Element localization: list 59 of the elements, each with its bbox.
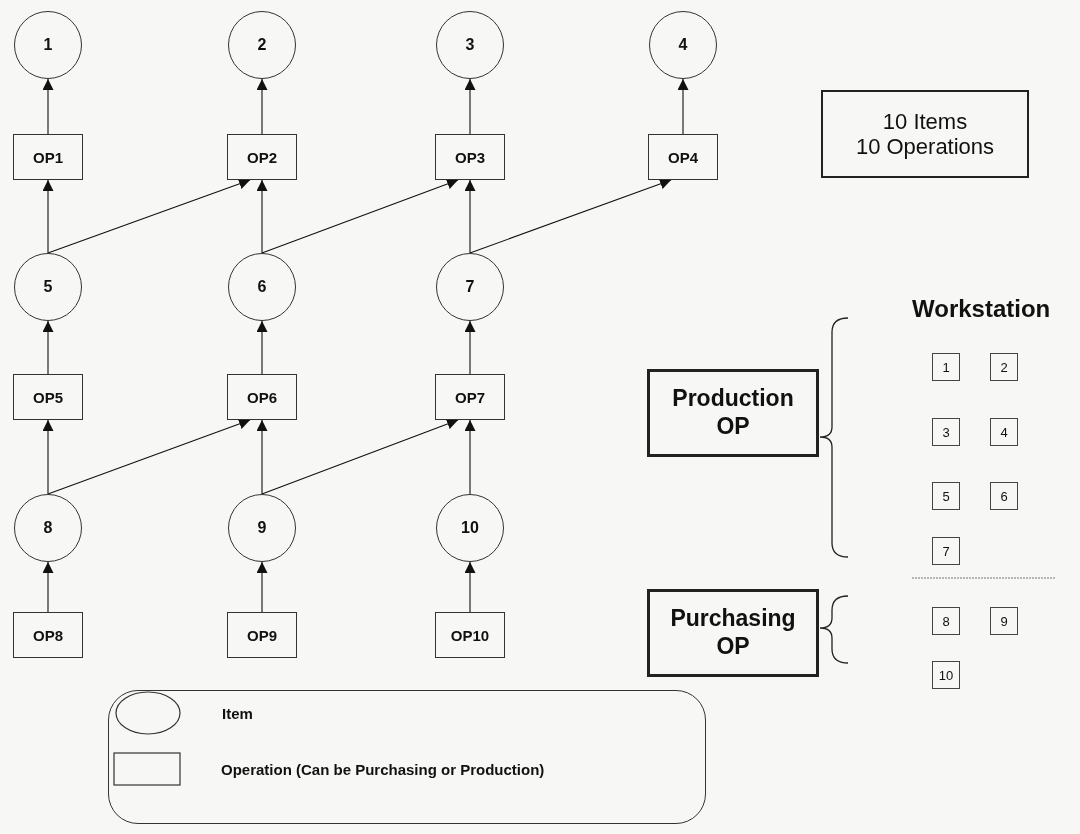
operation-box: OP3 bbox=[435, 134, 505, 180]
info-text: 10 Items bbox=[882, 108, 968, 134]
workstation-box: 3 bbox=[932, 418, 960, 446]
arrow bbox=[47, 418, 251, 495]
workstation-box: 5 bbox=[932, 482, 960, 510]
operation-box: OP1 bbox=[13, 134, 83, 180]
arrow bbox=[42, 419, 54, 495]
arrow bbox=[464, 561, 476, 613]
arrow bbox=[256, 320, 268, 375]
arrow bbox=[42, 78, 54, 135]
workstation-box: 7 bbox=[932, 537, 960, 565]
arrow bbox=[677, 78, 689, 135]
arrow bbox=[464, 320, 476, 375]
arrow bbox=[464, 419, 476, 495]
item-circle: 2 bbox=[228, 11, 296, 79]
workstation-box: 10 bbox=[932, 661, 960, 689]
arrow bbox=[42, 561, 54, 613]
item-circle: 10 bbox=[436, 494, 504, 562]
arrow bbox=[42, 320, 54, 375]
legend-label: Item bbox=[222, 704, 253, 722]
workstation-box: 4 bbox=[990, 418, 1018, 446]
arrow bbox=[464, 179, 476, 254]
category-box: Purchasing OP bbox=[647, 589, 819, 677]
operation-box: OP5 bbox=[13, 374, 83, 420]
arrow bbox=[42, 179, 54, 254]
arrow bbox=[256, 561, 268, 613]
item-circle: 1 bbox=[14, 11, 82, 79]
arrow bbox=[256, 78, 268, 135]
operation-box: OP9 bbox=[227, 612, 297, 658]
arrow bbox=[261, 418, 459, 495]
workstation-box: 9 bbox=[990, 607, 1018, 635]
arrow bbox=[464, 78, 476, 135]
operation-box: OP10 bbox=[435, 612, 505, 658]
item-circle: 7 bbox=[436, 253, 504, 321]
arrow bbox=[469, 178, 672, 254]
item-circle: 4 bbox=[649, 11, 717, 79]
info-text: 10 Operations bbox=[855, 134, 995, 160]
info-box bbox=[821, 90, 1029, 178]
workstation-box: 2 bbox=[990, 353, 1018, 381]
workstation-box: 6 bbox=[990, 482, 1018, 510]
item-circle: 5 bbox=[14, 253, 82, 321]
item-circle: 6 bbox=[228, 253, 296, 321]
workstation-box: 8 bbox=[932, 607, 960, 635]
operation-box: OP2 bbox=[227, 134, 297, 180]
arrow bbox=[261, 178, 459, 254]
arrow bbox=[256, 419, 268, 495]
category-box: Production OP bbox=[647, 369, 819, 457]
legend-label: Operation (Can be Purchasing or Production) bbox=[221, 760, 545, 778]
item-circle: 9 bbox=[228, 494, 296, 562]
item-circle: 3 bbox=[436, 11, 504, 79]
operation-box: OP4 bbox=[648, 134, 718, 180]
arrow bbox=[47, 178, 251, 254]
section-heading: Workstation bbox=[912, 295, 1051, 323]
item-circle: 8 bbox=[14, 494, 82, 562]
workstation-box: 1 bbox=[932, 353, 960, 381]
arrow bbox=[256, 179, 268, 254]
operation-box: OP8 bbox=[13, 612, 83, 658]
operation-box: OP7 bbox=[435, 374, 505, 420]
operation-box: OP6 bbox=[227, 374, 297, 420]
